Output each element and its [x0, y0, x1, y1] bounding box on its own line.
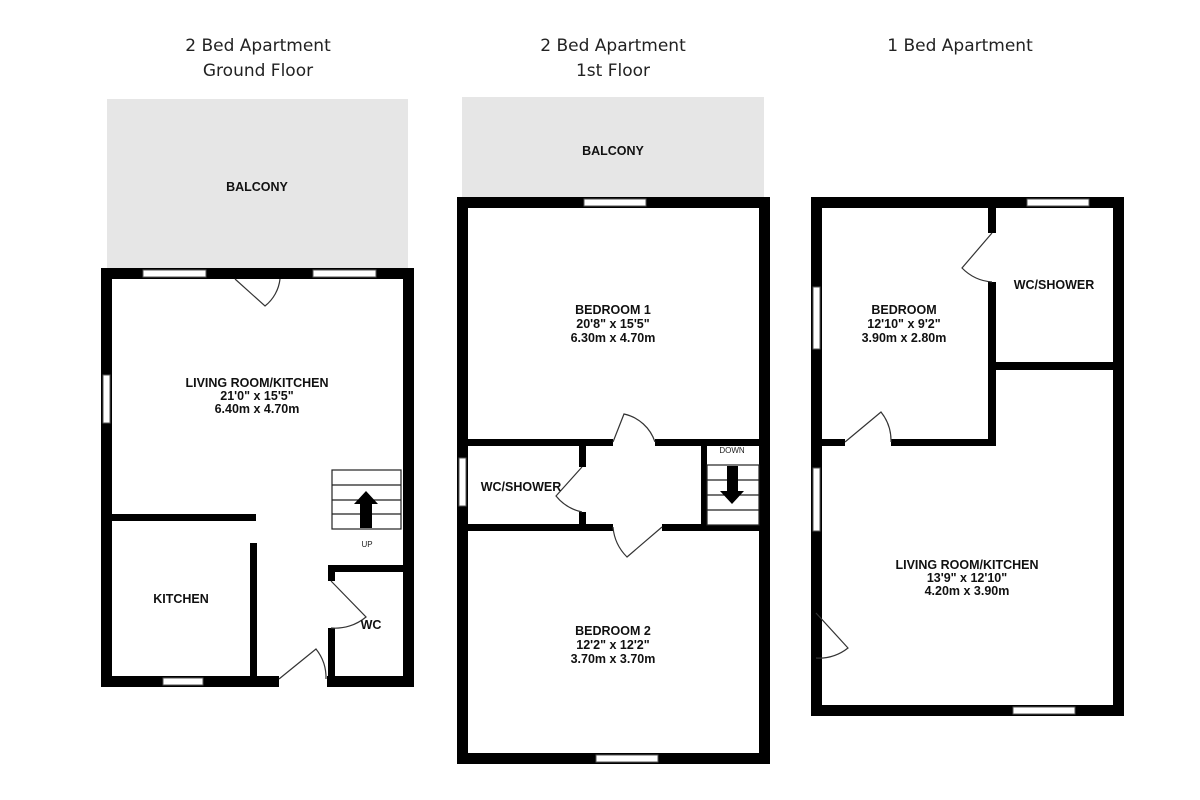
window — [142, 269, 207, 278]
wall-bottom-right — [327, 676, 414, 687]
door-swing — [612, 413, 656, 443]
room-dimensions-metric: 3.70m x 3.70m — [571, 652, 656, 666]
room-dimensions-metric: 3.90m x 2.80m — [862, 331, 947, 345]
door-swing — [844, 411, 892, 443]
wall-bottom — [811, 705, 1124, 716]
plan-heading-line2: 1st Floor — [576, 61, 650, 81]
wall-bedroom1-bottom-right — [655, 439, 761, 446]
window — [583, 198, 647, 207]
room-name: BEDROOM 1 — [575, 303, 651, 317]
room-name: WC/SHOWER — [481, 480, 562, 494]
room-name: WC — [361, 618, 382, 632]
window — [812, 286, 821, 350]
wall-bedroom-bottom-left — [819, 439, 845, 446]
balcony-label: BALCONY — [226, 180, 288, 194]
door-swing — [234, 278, 281, 307]
window — [812, 467, 821, 532]
window — [595, 754, 659, 763]
wall-right — [759, 197, 770, 764]
balcony-area — [107, 99, 408, 269]
plan-heading-line1: 2 Bed Apartment — [185, 36, 331, 56]
staircase — [706, 464, 760, 526]
window — [458, 457, 467, 507]
plan-heading-line1: 2 Bed Apartment — [540, 36, 686, 56]
stairs-label: UP — [361, 540, 372, 549]
door-swing — [555, 466, 583, 513]
window — [162, 677, 204, 686]
plan-first-floor: 2 Bed Apartment 1st Floor BALCONY — [457, 36, 770, 764]
wall-left — [811, 197, 822, 716]
wall-bedroom-right-upper — [988, 205, 996, 233]
wall-bedroom1-bottom-left — [466, 439, 613, 446]
room-name: LIVING ROOM/KITCHEN — [185, 376, 328, 390]
window — [102, 374, 111, 424]
wall-wc-right-upper — [579, 444, 586, 467]
plan-heading-line1: 1 Bed Apartment — [887, 36, 1033, 56]
room-dimensions-metric: 6.40m x 4.70m — [215, 402, 300, 416]
wall-bedroom-right-lower — [988, 282, 996, 446]
arrow-up-icon — [354, 491, 378, 528]
room-dimensions-imperial: 12'10" x 9'2" — [867, 317, 940, 331]
room-dimensions-imperial: 13'9" x 12'10" — [927, 571, 1007, 585]
wall-bedroom2-top-left — [466, 524, 613, 531]
door-swing — [612, 526, 663, 558]
room-name: BEDROOM — [871, 303, 936, 317]
balcony-area — [462, 97, 764, 197]
room-name: KITCHEN — [153, 592, 209, 606]
wall-left — [101, 268, 112, 687]
room-dimensions-imperial: 20'8" x 15'5" — [576, 317, 649, 331]
wall-wc-left-lower — [328, 628, 335, 679]
plan-heading-line2: Ground Floor — [203, 61, 313, 81]
room-dimensions-metric: 4.20m x 3.90m — [925, 584, 1010, 598]
window — [312, 269, 377, 278]
room-name: BEDROOM 2 — [575, 624, 651, 638]
plan-one-bed: 1 Bed Apartment BEDROOM 12'10" x 9'2" 3.… — [811, 36, 1124, 716]
plan-ground-floor: 2 Bed Apartment Ground Floor BALCONY — [101, 36, 414, 687]
room-dimensions-imperial: 12'2" x 12'2" — [576, 638, 649, 652]
window — [1012, 706, 1076, 715]
wall-right — [403, 268, 414, 687]
wall-wc-left-upper — [328, 565, 335, 581]
room-name: LIVING ROOM/KITCHEN — [895, 558, 1038, 572]
wall-bedroom-bottom-right — [891, 439, 991, 446]
wall-top — [811, 197, 1124, 208]
arrow-down-icon — [720, 466, 744, 504]
room-name: WC/SHOWER — [1014, 278, 1095, 292]
wall-top — [101, 268, 414, 279]
wall-stairs-left — [701, 446, 707, 526]
staircase — [331, 469, 402, 530]
window — [1026, 198, 1090, 207]
room-dimensions-imperial: 21'0" x 15'5" — [220, 389, 293, 403]
wall-kitchen-right — [250, 543, 257, 679]
wall-wc-top — [328, 565, 405, 572]
wall-right — [1113, 197, 1124, 716]
door-swing — [330, 580, 367, 629]
door-swing — [278, 648, 327, 680]
stairs-label: DOWN — [719, 446, 745, 455]
wall-shower-bottom — [994, 362, 1116, 370]
door-swing — [815, 612, 849, 659]
wall-bedroom2-top-right — [662, 524, 761, 531]
room-dimensions-metric: 6.30m x 4.70m — [571, 331, 656, 345]
wall-kitchen-top — [110, 514, 256, 521]
balcony-label: BALCONY — [582, 144, 644, 158]
door-swing — [961, 232, 993, 283]
wall-wc-right-lower — [579, 512, 586, 528]
